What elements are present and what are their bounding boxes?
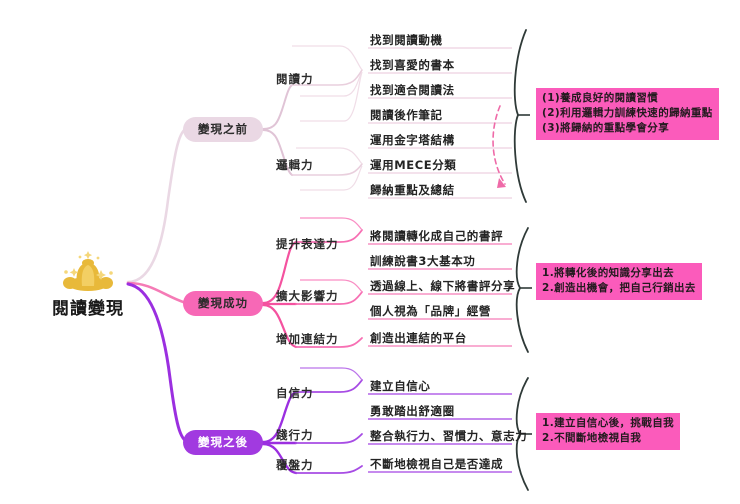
dashed-flow-arrow [492, 105, 506, 185]
note-line: 1.將轉化後的知識分享出去 [542, 267, 674, 279]
b1-stem-g1 [262, 84, 293, 130]
leaf-node[interactable]: 找到閱讀動機 [370, 33, 443, 47]
leaf-node[interactable]: 勇敢踏出舒適圈 [370, 404, 455, 418]
b3-g1-fan1 [300, 367, 363, 381]
summary-note-after[interactable]: 1.建立自信心後，挑戰自我 2.不間斷地檢視自我 [536, 413, 680, 450]
root-node[interactable]: 閱讀變現 [30, 248, 146, 319]
leaf-node[interactable]: 透過線上、線下將書評分享 [370, 279, 516, 293]
leaf-node[interactable]: 創造出連結的平台 [370, 331, 467, 345]
leaf-node[interactable]: 歸納重點及總結 [370, 183, 455, 197]
note-line: (3)將歸納的重點學會分享 [542, 122, 670, 134]
branch-node-before[interactable]: 變現之前 [183, 117, 263, 142]
leaf-node[interactable]: 將閱讀轉化成自己的書評 [370, 229, 504, 243]
note-line: 1.建立自信心後，挑戰自我 [542, 417, 674, 429]
group-label-practice-power[interactable]: 踐行力 [276, 428, 314, 442]
group-label-influence-power[interactable]: 擴大影響力 [276, 289, 339, 303]
brace-success [515, 227, 529, 353]
b1-g1-fan1 [292, 45, 363, 71]
group-label-reading-power[interactable]: 閱讀力 [276, 72, 314, 86]
money-bag-coins-icon [63, 251, 113, 291]
branch-node-after[interactable]: 變現之後 [183, 430, 263, 455]
b2-g1-fan1 [300, 217, 363, 231]
leaf-node[interactable]: 找到喜愛的書本 [370, 58, 455, 72]
group-label-expression-power[interactable]: 提升表達力 [276, 237, 339, 251]
leaf-node[interactable]: 個人視為「品牌」經營 [370, 304, 491, 318]
dashed-flow-arrowhead [497, 178, 506, 188]
note-line: (1)養成良好的閱讀習慣 [542, 92, 659, 104]
leaf-node[interactable]: 閱讀後作筆記 [370, 108, 443, 122]
summary-note-success[interactable]: 1.將轉化後的知識分享出去 2.創造出機會，把自己行銷出去 [536, 263, 702, 300]
branch-node-success[interactable]: 變現成功 [183, 291, 263, 316]
leaf-node[interactable]: 運用金字塔結構 [370, 133, 455, 147]
root-label: 閱讀變現 [52, 299, 124, 319]
group-label-logic-power[interactable]: 邏輯力 [276, 158, 314, 172]
group-label-connection-power[interactable]: 增加連結力 [276, 332, 339, 346]
leaf-node[interactable]: 訓練說書3大基本功 [370, 254, 476, 268]
note-line: (2)利用邏輯力訓練快速的歸納重點 [542, 107, 713, 119]
brace-before [513, 29, 527, 203]
note-line: 2.不間斷地檢視自我 [542, 432, 642, 444]
group-label-confidence-power[interactable]: 自信力 [276, 386, 314, 400]
leaf-node[interactable]: 找到適合閱讀法 [370, 83, 455, 97]
leaf-node[interactable]: 整合執行力、習慣力、意志力 [370, 429, 528, 443]
leaf-node[interactable]: 不斷地檢視自己是否達成 [370, 457, 504, 471]
leaf-node[interactable]: 建立自信心 [370, 379, 431, 393]
note-line: 2.創造出機會，把自己行銷出去 [542, 282, 696, 294]
summary-note-before[interactable]: (1)養成良好的閱讀習慣 (2)利用邏輯力訓練快速的歸納重點 (3)將歸納的重點… [536, 88, 719, 140]
leaf-node[interactable]: 運用MECE分類 [370, 158, 457, 172]
group-label-review-power[interactable]: 覆盤力 [276, 458, 314, 472]
